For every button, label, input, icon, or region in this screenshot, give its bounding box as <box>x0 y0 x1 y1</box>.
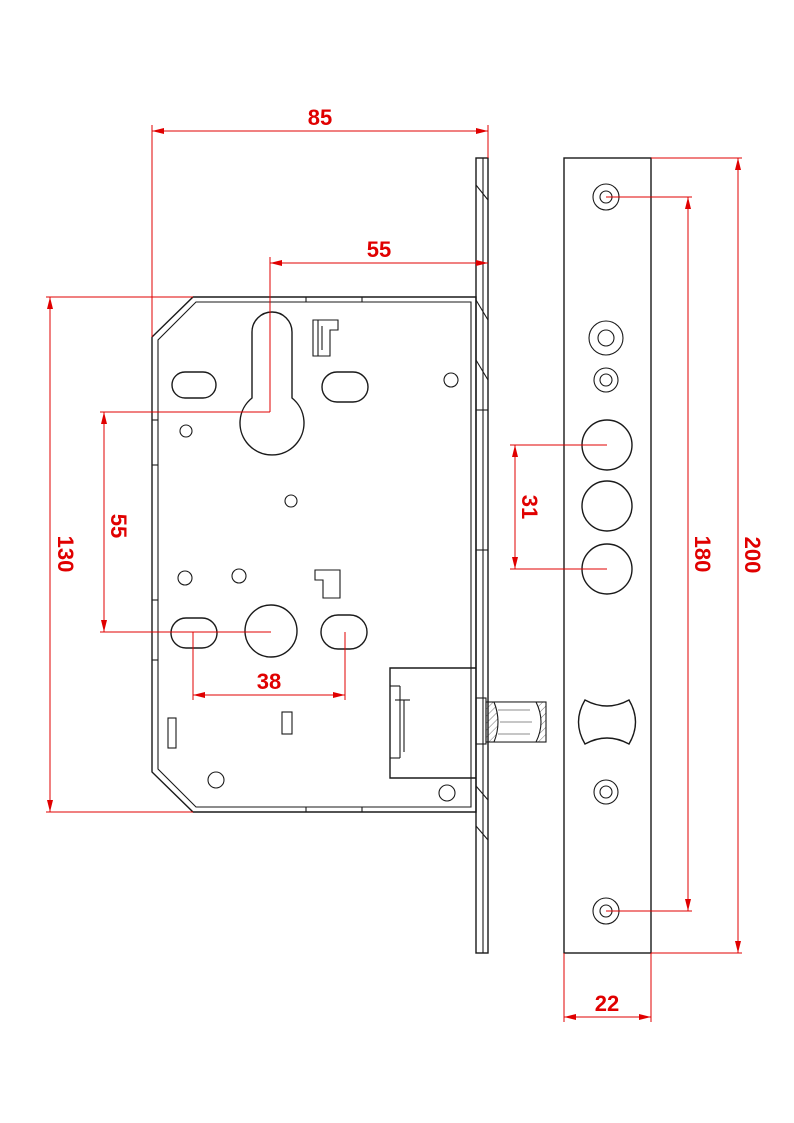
faceplate-round-hole-2 <box>581 480 633 532</box>
dimension-faceplate-height: 200 <box>651 157 765 954</box>
narrow-slot-center <box>281 711 293 735</box>
key-cylinder-hole <box>239 311 305 456</box>
lower-right-slot <box>320 614 368 650</box>
faceplate-hole-lower <box>593 779 619 805</box>
lock-case <box>151 296 477 813</box>
small-hole-bottom-left <box>207 771 225 789</box>
dimension-backset: 55 <box>269 237 488 412</box>
small-hole-center <box>284 494 298 508</box>
dimension-faceplate-width: 22 <box>563 953 652 1022</box>
dim-label-faceplate-hole-spacing: 31 <box>517 495 542 519</box>
dimension-faceplate-hole-spacing: 31 <box>510 444 607 570</box>
latch-bracket <box>312 319 339 357</box>
top-left-slot <box>171 371 217 399</box>
dimension-case-height: 130 <box>46 296 193 813</box>
faceplate-hole-2 <box>593 367 619 393</box>
l-shaped-cutout <box>314 569 341 599</box>
faceplate-hole-1 <box>588 320 624 356</box>
dim-label-handle-to-key: 55 <box>106 514 131 538</box>
dim-label-case-width: 85 <box>308 105 332 130</box>
dim-label-faceplate-screw-spacing: 180 <box>690 536 715 573</box>
small-hole-bottom-right <box>438 784 456 802</box>
top-right-slot <box>321 371 369 403</box>
lower-left-slot <box>170 617 218 649</box>
small-hole-lower-left-2 <box>231 568 247 584</box>
front-plate-edge <box>475 157 489 954</box>
dim-label-case-height: 130 <box>53 536 78 573</box>
small-hole-lower-left-1 <box>177 570 193 586</box>
dim-label-faceplate-width: 22 <box>595 991 619 1016</box>
dim-label-side-spacing: 38 <box>257 669 281 694</box>
faceplate-bolt-opening <box>577 699 637 745</box>
faceplate <box>563 157 652 954</box>
handle-spindle-hole <box>244 604 298 658</box>
dim-label-backset: 55 <box>367 237 391 262</box>
small-hole-left <box>179 424 193 438</box>
protruding-bolt <box>475 697 547 745</box>
narrow-slot-left <box>167 717 177 749</box>
small-hole-top-right <box>443 372 459 388</box>
dimension-side-spacing: 38 <box>192 632 346 700</box>
dimension-case-width: 85 <box>151 105 489 337</box>
dim-label-faceplate-height: 200 <box>740 537 765 574</box>
bolt-mechanism <box>389 667 476 779</box>
dimension-handle-to-key: 55 <box>100 411 271 633</box>
dimension-faceplate-screw-spacing: 180 <box>606 196 715 912</box>
